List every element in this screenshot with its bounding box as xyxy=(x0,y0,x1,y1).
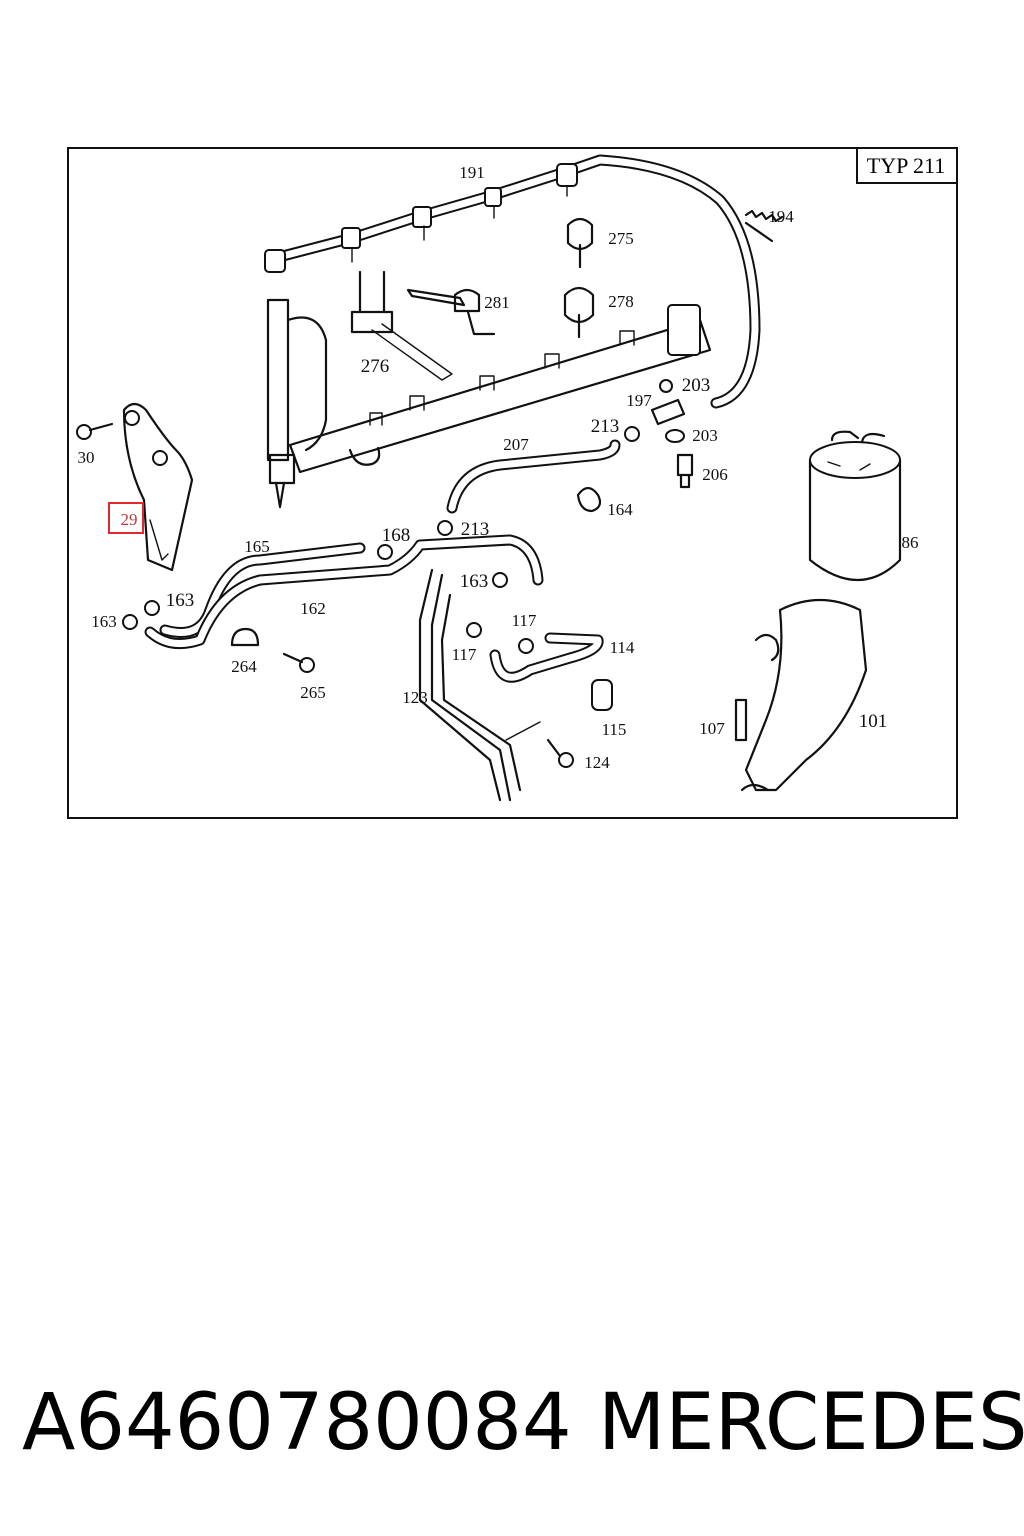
label-163a: 163 xyxy=(460,571,489,592)
model-label: TYP 211 xyxy=(867,153,945,178)
part-197-fitting xyxy=(650,379,686,426)
part-278-clip xyxy=(563,286,595,339)
label-203a: 203 xyxy=(682,375,711,396)
label-163b: 163 xyxy=(166,590,195,611)
part-101-holder xyxy=(740,598,868,792)
label-278: 278 xyxy=(608,292,634,311)
part-191-return-line xyxy=(264,154,761,409)
part-labels: 191 194 275 281 278 276 203 197 213 203 … xyxy=(78,163,919,772)
part-164-clip xyxy=(576,486,602,513)
label-29: 29 xyxy=(121,510,138,529)
part-276-cable-tie xyxy=(350,270,466,381)
label-101: 101 xyxy=(859,711,888,732)
part-168-clamp xyxy=(377,544,393,560)
part-124-bolt xyxy=(546,738,574,768)
part-117-clamps xyxy=(466,622,534,654)
label-86: 86 xyxy=(902,533,919,552)
part-163-clamps xyxy=(122,572,508,630)
part-213-clamp xyxy=(437,520,453,536)
brand-name: MERCEDES xyxy=(598,1378,1024,1468)
part-281-clip xyxy=(453,288,496,336)
label-117b: 117 xyxy=(452,645,477,664)
label-207: 207 xyxy=(503,435,529,454)
highlight-box-29 xyxy=(108,502,144,534)
label-115: 115 xyxy=(602,720,627,739)
model-label-box xyxy=(856,147,958,184)
label-281: 281 xyxy=(484,293,510,312)
part-29-bracket xyxy=(122,402,194,572)
label-117a: 117 xyxy=(512,611,537,630)
part-207-hose xyxy=(446,426,640,514)
part-206-bolt xyxy=(676,453,694,489)
label-213a: 213 xyxy=(591,416,620,437)
label-123: 123 xyxy=(402,688,428,707)
part-275-clip xyxy=(566,217,594,269)
label-191: 191 xyxy=(459,163,485,182)
label-264: 264 xyxy=(231,657,257,676)
label-265: 265 xyxy=(300,683,326,702)
label-124: 124 xyxy=(584,753,610,772)
part-30-bolt xyxy=(76,422,114,440)
part-264-clip xyxy=(230,627,260,647)
part-injector xyxy=(266,298,328,509)
part-fuel-rail xyxy=(288,304,712,474)
label-194: 194 xyxy=(768,207,794,226)
part-203-washer xyxy=(665,429,685,443)
part-86-fuel-filter xyxy=(808,430,902,581)
label-197: 197 xyxy=(626,391,652,410)
label-164: 164 xyxy=(607,500,633,519)
label-203b: 203 xyxy=(692,426,718,445)
label-114: 114 xyxy=(610,638,635,657)
diagram-frame xyxy=(67,147,958,819)
label-206: 206 xyxy=(702,465,728,484)
label-276: 276 xyxy=(361,356,390,377)
label-165: 165 xyxy=(244,537,270,556)
label-107: 107 xyxy=(699,719,725,738)
part-115-mount xyxy=(591,679,613,711)
label-162: 162 xyxy=(300,599,326,618)
label-168: 168 xyxy=(382,525,411,546)
part-number: A6460780084 xyxy=(22,1378,572,1468)
label-163c: 163 xyxy=(91,612,117,631)
part-107-bolt xyxy=(734,698,748,742)
part-123-pipes xyxy=(418,568,541,802)
part-114-hose xyxy=(489,632,604,683)
part-194-spring xyxy=(744,209,784,243)
part-165-hose xyxy=(159,542,366,638)
part-162-hose xyxy=(144,534,544,650)
label-213b: 213 xyxy=(461,519,490,540)
label-30: 30 xyxy=(78,448,95,467)
label-275: 275 xyxy=(608,229,634,248)
part-265-bolt xyxy=(282,652,315,673)
